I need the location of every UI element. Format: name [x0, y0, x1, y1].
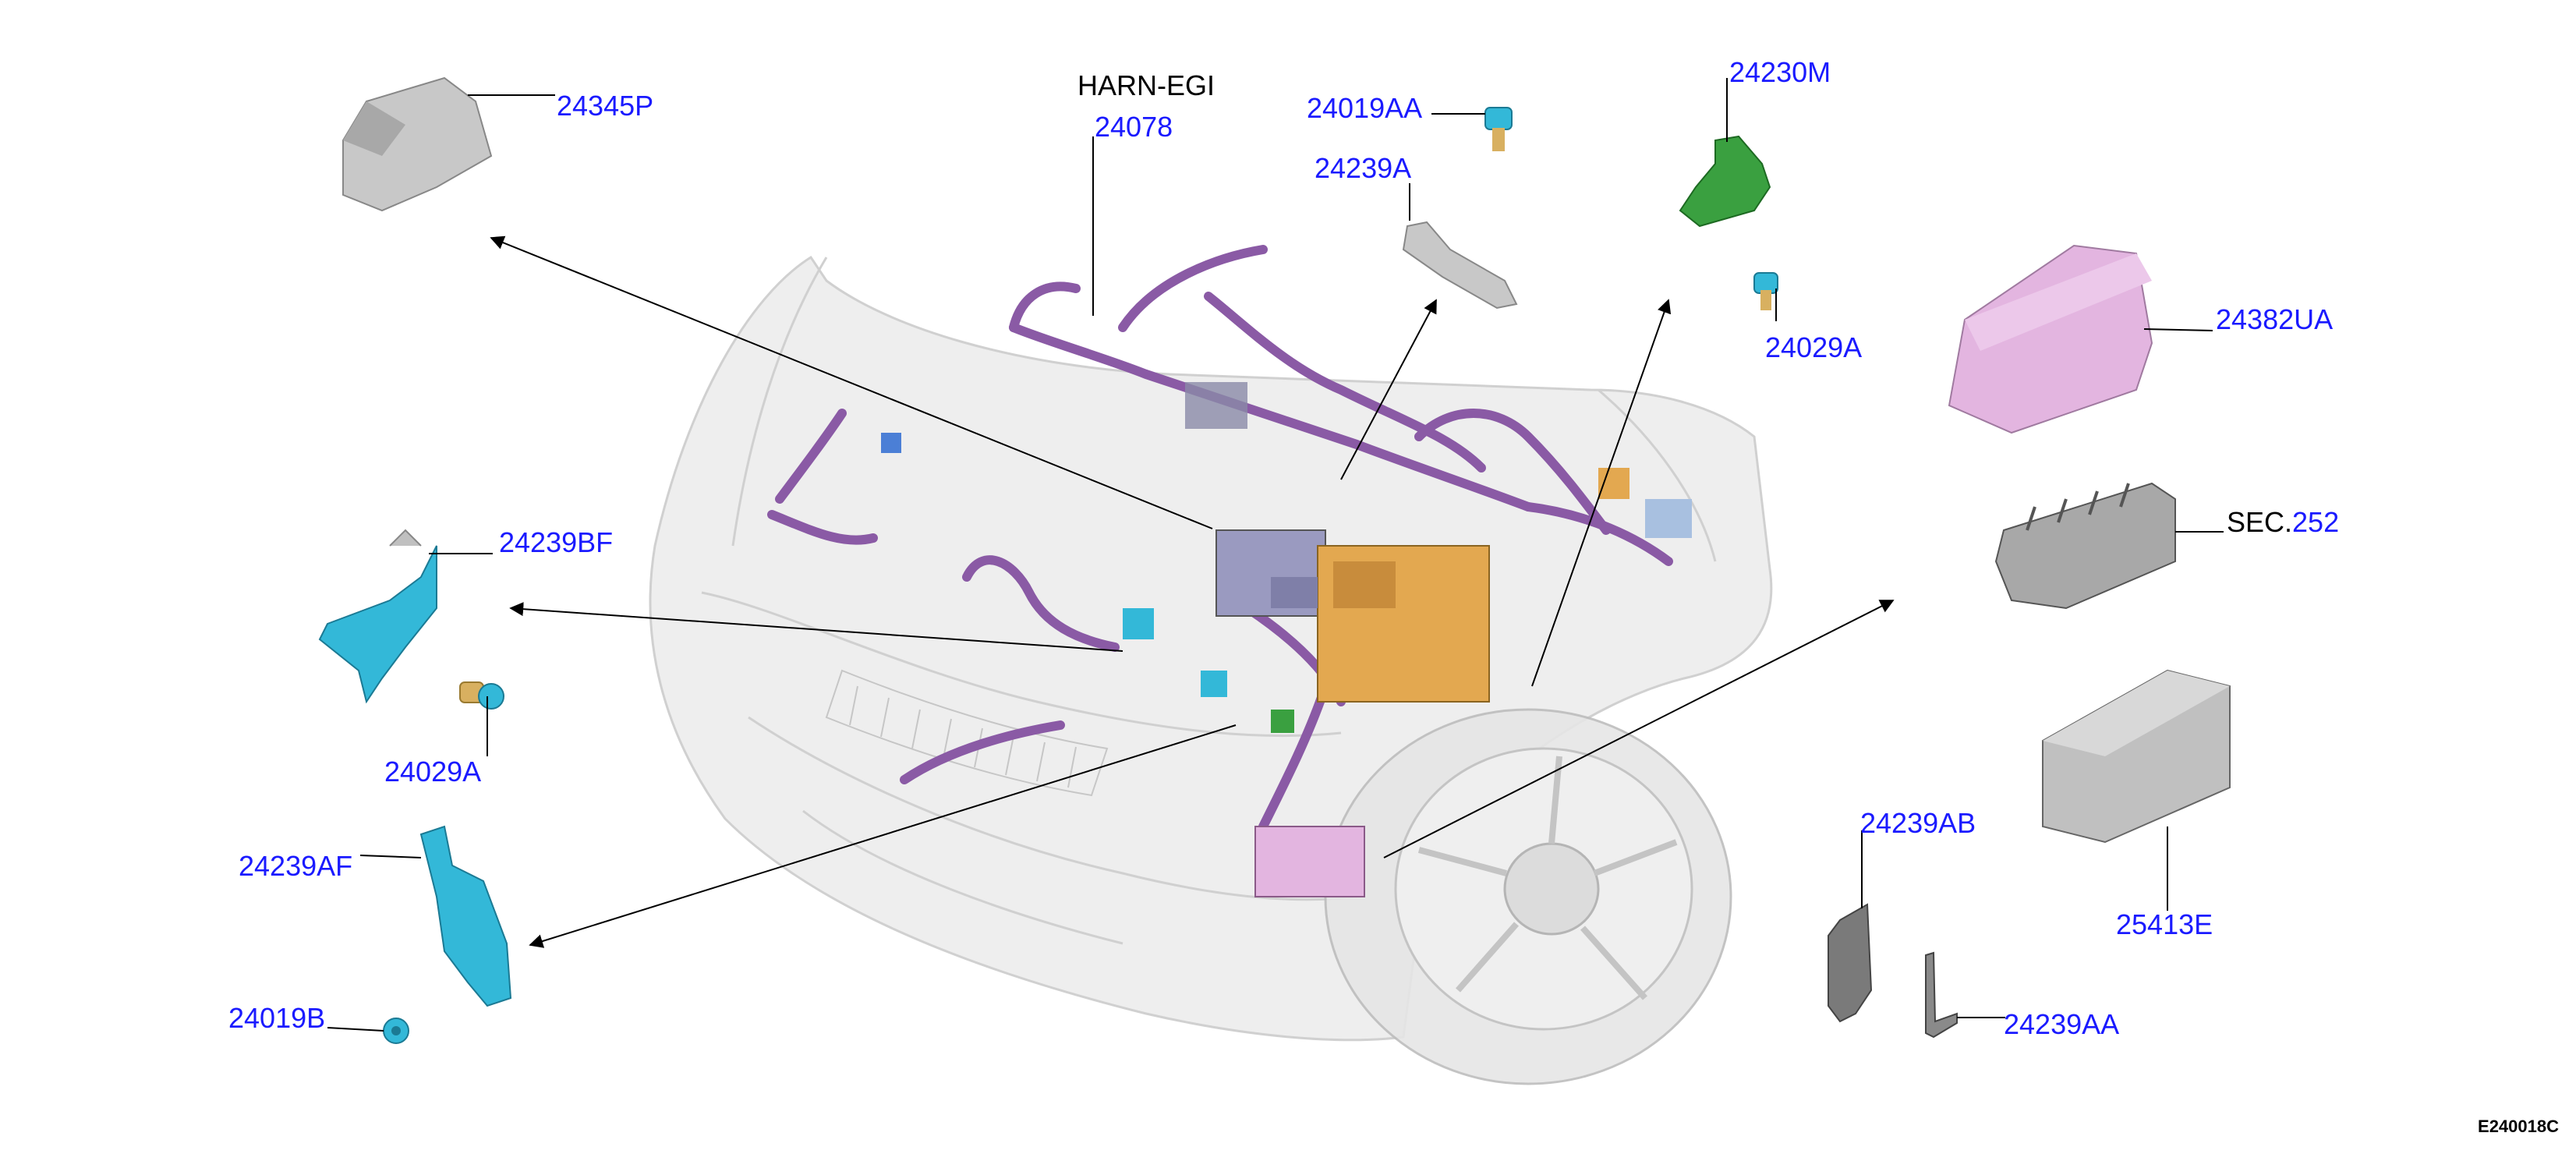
part-24230M-bracket[interactable]	[1679, 135, 1771, 228]
callout-24382UA[interactable]: 24382UA	[2216, 303, 2334, 335]
part-24029A-top-bolt[interactable]	[1753, 272, 1778, 310]
part-24239AB-bracket[interactable]	[1828, 903, 1873, 1023]
callout-25413E[interactable]: 25413E	[2116, 908, 2213, 940]
callout-sec252[interactable]: SEC.252	[2227, 508, 2339, 536]
callout-24029A-left[interactable]: 24029A	[384, 756, 482, 788]
part-sec252-frame[interactable]	[1994, 482, 2176, 610]
callout-24239AF[interactable]: 24239AF	[239, 850, 353, 882]
vehicle-front-ghost	[649, 255, 1773, 1042]
leader-lines	[327, 78, 2224, 1032]
location-arrows	[490, 235, 1895, 948]
engine-room-harness	[767, 245, 1673, 831]
part-24345P-cover[interactable]	[342, 76, 493, 212]
part-24019AA-bolt[interactable]	[1484, 107, 1513, 151]
callout-24230M[interactable]: 24230M	[1729, 56, 1831, 88]
part-24029A-left-bolt[interactable]	[459, 681, 504, 710]
callout-24239A[interactable]: 24239A	[1315, 152, 1412, 184]
harness-connectors	[881, 382, 1692, 897]
part-24239BF-bracket[interactable]	[318, 529, 437, 704]
section-number: 252	[2292, 506, 2340, 538]
part-24019B-nut[interactable]	[383, 1018, 409, 1044]
part-24239AA-bracket[interactable]	[1925, 951, 1958, 1039]
part-24239A-bracket[interactable]	[1402, 221, 1518, 310]
callout-24239AA[interactable]: 24239AA	[2004, 1008, 2120, 1040]
drawing-id: E240018C	[2478, 1117, 2559, 1136]
part-25413E-box[interactable]	[2042, 669, 2231, 844]
callout-24029A-top[interactable]: 24029A	[1765, 331, 1863, 363]
callout-24019AA[interactable]: 24019AA	[1307, 92, 1423, 124]
callout-24239BF[interactable]: 24239BF	[499, 526, 614, 558]
ipdm-fuse-block	[1254, 826, 1365, 897]
callout-24345P[interactable]: 24345P	[557, 90, 654, 122]
section-prefix: SEC.	[2227, 506, 2293, 538]
part-24382UA-cover[interactable]	[1948, 244, 2153, 434]
callout-24019B[interactable]: 24019B	[228, 1002, 326, 1034]
harness-title: HARN-EGI	[1077, 69, 1215, 101]
part-24239AF-bracket[interactable]	[419, 825, 512, 1007]
front-wheel-ghost	[1324, 708, 1732, 1085]
callout-24078[interactable]: 24078	[1095, 111, 1173, 143]
callout-24239AB[interactable]: 24239AB	[1860, 807, 1976, 839]
